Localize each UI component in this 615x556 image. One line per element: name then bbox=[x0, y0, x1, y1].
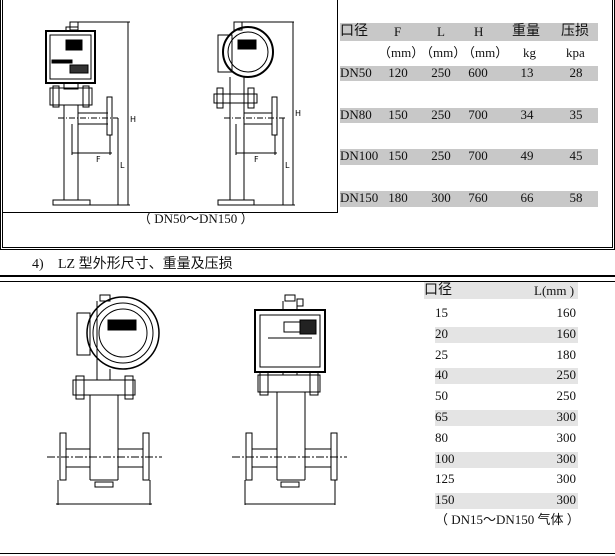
bottom-left-flowmeter-drawing bbox=[47, 294, 162, 505]
table-cell: 250 bbox=[556, 367, 577, 383]
unit-cell: （mm） bbox=[462, 45, 509, 60]
section-number: 4) bbox=[32, 257, 44, 272]
unit-cell: （mm） bbox=[378, 45, 425, 60]
row-label: 80 bbox=[435, 429, 448, 445]
table-cell: 700 bbox=[468, 148, 488, 163]
top-right-flowmeter-drawing bbox=[213, 21, 295, 206]
table-cell: 150 bbox=[388, 107, 408, 122]
top-left-flowmeter-drawing bbox=[45, 21, 130, 206]
top-frame bbox=[0, 0, 615, 250]
table-cell: 300 bbox=[556, 471, 577, 487]
table-cell: 180 bbox=[388, 190, 408, 205]
row-label: 25 bbox=[435, 346, 448, 362]
dim-label-h: H bbox=[295, 109, 301, 118]
table-cell: 250 bbox=[431, 148, 451, 163]
table-cell: 150 bbox=[388, 148, 408, 163]
bottom-divider bbox=[0, 553, 615, 554]
header-cell: L(mm ) bbox=[534, 283, 575, 298]
dim-label-f: F bbox=[254, 155, 259, 164]
table-cell: 160 bbox=[556, 325, 577, 341]
row-label: 65 bbox=[435, 409, 448, 424]
row-label: 50 bbox=[435, 388, 448, 404]
table-cell: 160 bbox=[556, 305, 577, 320]
table-cell: 600 bbox=[468, 65, 488, 80]
bottom-table-caption: （ DN15～DN150 气体 ） bbox=[435, 512, 580, 527]
table-cell: 300 bbox=[556, 429, 577, 445]
row-label: 100 bbox=[435, 450, 455, 466]
row-label: 20 bbox=[435, 325, 448, 341]
table-cell: 120 bbox=[388, 65, 408, 80]
header-cell: 压损 bbox=[561, 24, 589, 39]
row-label: 150 bbox=[435, 492, 455, 508]
dim-label-l: L bbox=[120, 161, 125, 170]
table-cell: 28 bbox=[569, 65, 583, 80]
header-cell: 口径 bbox=[424, 283, 452, 298]
table-cell: 250 bbox=[431, 65, 451, 80]
table-cell: 760 bbox=[468, 190, 488, 205]
dim-label-l: L bbox=[285, 161, 290, 170]
table-cell: 58 bbox=[569, 190, 583, 205]
row-label: DN100 bbox=[340, 148, 379, 163]
table-cell: 300 bbox=[431, 190, 451, 205]
table-cell: 300 bbox=[556, 492, 577, 508]
header-cell: H bbox=[474, 24, 484, 39]
header-cell: 重量 bbox=[512, 24, 540, 39]
dim-label-h: H bbox=[130, 115, 136, 124]
table-cell: 13 bbox=[520, 65, 534, 80]
unit-cell: kg bbox=[523, 45, 536, 60]
section-title: LZ 型外形尺寸、重量及压损 bbox=[58, 257, 233, 272]
table-cell: 700 bbox=[468, 107, 488, 122]
row-label: DN80 bbox=[340, 107, 372, 122]
table-cell: 45 bbox=[569, 148, 583, 163]
dim-label-f: F bbox=[96, 155, 101, 164]
drawing-box bbox=[3, 0, 338, 213]
row-label: 40 bbox=[435, 367, 448, 383]
row-label: DN150 bbox=[340, 190, 379, 205]
header-cell: 口径 bbox=[340, 24, 368, 39]
row-label: DN50 bbox=[340, 65, 372, 80]
header-cell: L bbox=[437, 24, 445, 39]
section-divider bbox=[0, 275, 615, 282]
row-label: 125 bbox=[435, 471, 455, 487]
table-cell: 300 bbox=[556, 409, 577, 424]
unit-cell: （mm） bbox=[420, 45, 467, 60]
bottom-right-flowmeter-drawing bbox=[232, 294, 347, 505]
table-cell: 250 bbox=[556, 388, 577, 404]
table-cell: 66 bbox=[520, 190, 534, 205]
table-cell: 180 bbox=[556, 346, 577, 362]
table-cell: 49 bbox=[520, 148, 534, 163]
table-cell: 300 bbox=[556, 450, 577, 466]
table-cell: 250 bbox=[431, 107, 451, 122]
table-cell: 35 bbox=[569, 107, 583, 122]
row-label: 15 bbox=[435, 305, 448, 320]
header-cell: F bbox=[394, 24, 402, 39]
table-cell: 34 bbox=[520, 107, 534, 122]
unit-cell: kpa bbox=[566, 45, 585, 60]
top-drawing-caption: （ DN50～DN150 ） bbox=[138, 211, 254, 226]
